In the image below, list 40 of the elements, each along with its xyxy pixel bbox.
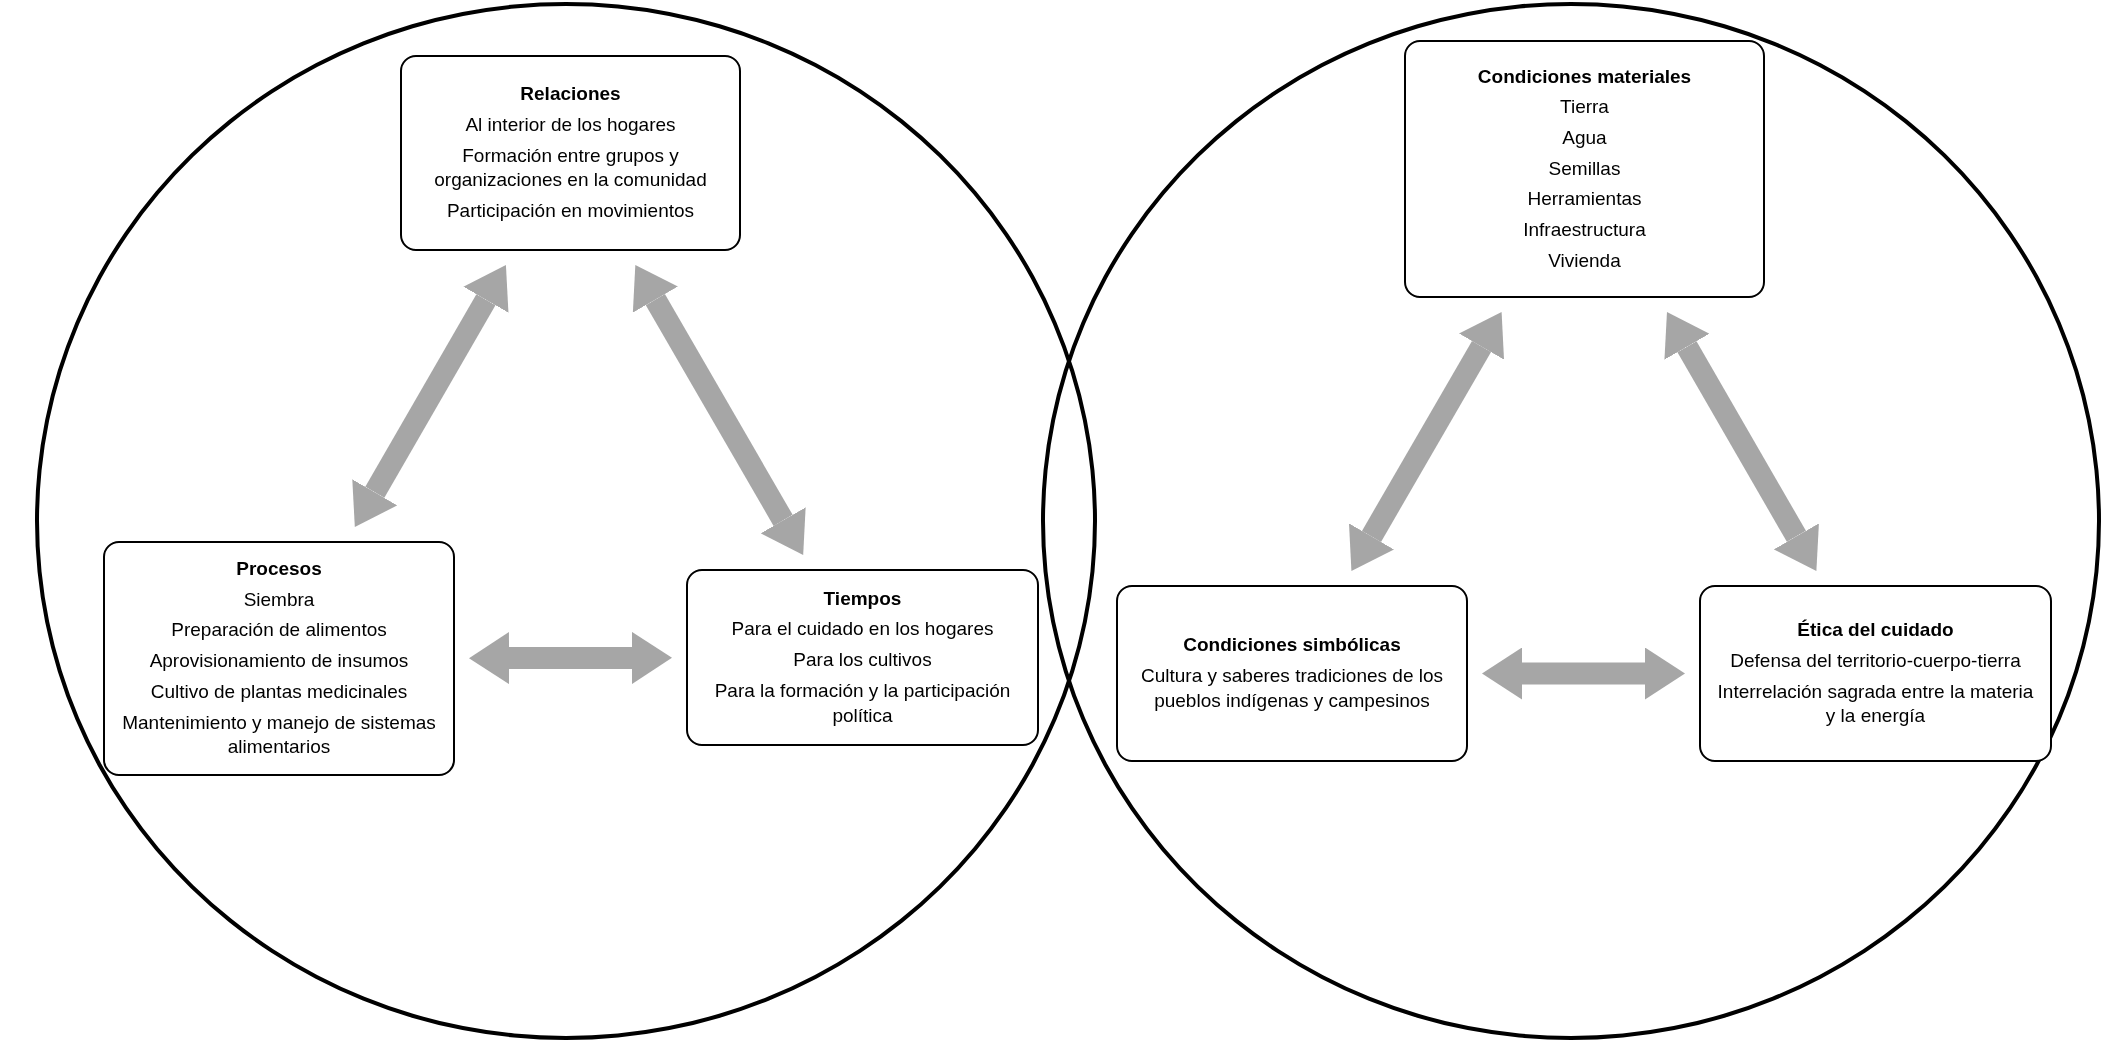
text-box — [686, 569, 1039, 746]
list-item: Para el cuidado en los hogares — [731, 617, 994, 642]
list-item: Mantenimiento y manejo de sistemas alimentarios — [121, 710, 437, 760]
text-box — [1699, 585, 2052, 762]
circle-outline — [1041, 2, 2101, 1040]
box-heading: Ética del cuidado — [1797, 618, 1954, 643]
double-arrow — [632, 265, 806, 555]
double-arrow — [1664, 312, 1819, 571]
list-item: Interrelación sagrada entre la materia y la energía — [1717, 679, 2034, 729]
double-arrow — [469, 631, 672, 685]
list-item: Al interior de los hogares — [465, 112, 676, 137]
box-heading: Procesos — [236, 557, 322, 582]
list-item: Aprovisionamiento de insumos — [149, 649, 409, 674]
box-heading: Condiciones simbólicas — [1183, 633, 1401, 658]
double-arrow — [1349, 312, 1504, 571]
list-item: Semillas — [1548, 156, 1621, 181]
list-item: Participación en movimientos — [446, 199, 695, 224]
list-item: Cultivo de plantas medicinales — [150, 679, 408, 704]
text-box — [1116, 585, 1468, 762]
list-item: Formación entre grupos y organizaciones en la comunidad — [433, 143, 708, 193]
list-item: Vivienda — [1548, 248, 1621, 273]
box-heading: Tiempos — [823, 586, 902, 611]
circle-outline — [35, 2, 1097, 1040]
box-heading: Relaciones — [520, 82, 621, 107]
double-arrow — [352, 265, 509, 527]
list-item: Siembra — [243, 587, 315, 612]
box-heading: Condiciones materiales — [1477, 64, 1692, 89]
list-item: Preparación de alimentos — [171, 618, 387, 643]
text-box — [1404, 40, 1765, 298]
list-item: Cultura y saberes tradiciones de los pueblos indígenas y campesinos — [1139, 664, 1444, 713]
list-item: Para los cultivos — [793, 648, 932, 673]
list-item: Defensa del territorio-cuerpo-tierra — [1730, 648, 2021, 673]
double-arrow — [1482, 647, 1685, 700]
list-item: Infraestructura — [1523, 218, 1646, 243]
text-box — [103, 541, 455, 776]
list-item: Tierra — [1560, 95, 1609, 120]
list-item: Para la formación y la participación política — [713, 678, 1012, 728]
list-item: Herramientas — [1527, 187, 1642, 212]
text-box — [400, 55, 741, 251]
list-item: Agua — [1562, 125, 1607, 150]
